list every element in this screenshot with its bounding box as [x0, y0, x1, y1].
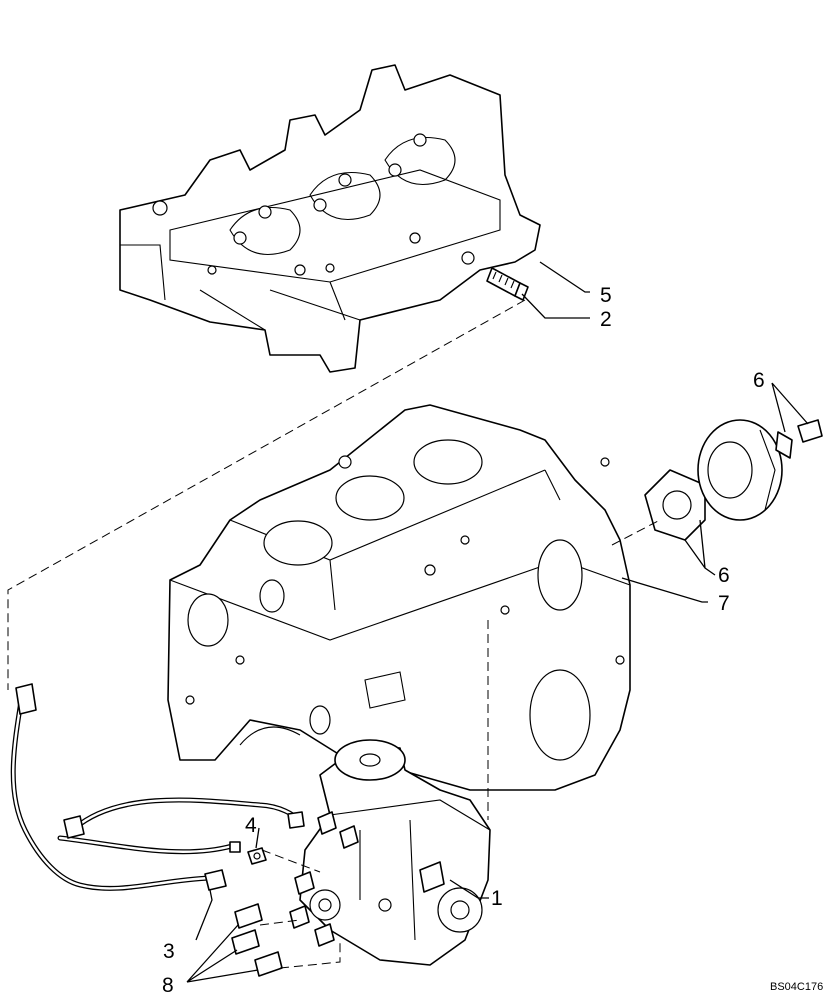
callout-8: 8: [162, 974, 174, 997]
injection-pump: [289, 739, 491, 966]
fittings-part-8: [231, 903, 283, 977]
temperature-sender: [486, 267, 529, 301]
callout-5: 5: [600, 284, 612, 307]
callout-3: 3: [163, 940, 175, 963]
nut-part-4: [247, 847, 267, 865]
callout-1: 1: [491, 887, 503, 910]
leader-lines: [186, 261, 809, 983]
callout-6-top: 6: [753, 369, 765, 392]
callout-4: 4: [245, 814, 257, 837]
drawing-code: BS04C176: [770, 981, 823, 993]
callout-2: 2: [600, 308, 612, 331]
engine-block: [167, 404, 631, 791]
callout-6-lower: 6: [718, 564, 730, 587]
wiring-harness: [10, 683, 305, 891]
callout-7: 7: [718, 592, 730, 615]
assembly-lines: [7, 299, 661, 969]
drive-cover-assembly: [644, 419, 823, 541]
cylinder-head: [119, 64, 541, 373]
